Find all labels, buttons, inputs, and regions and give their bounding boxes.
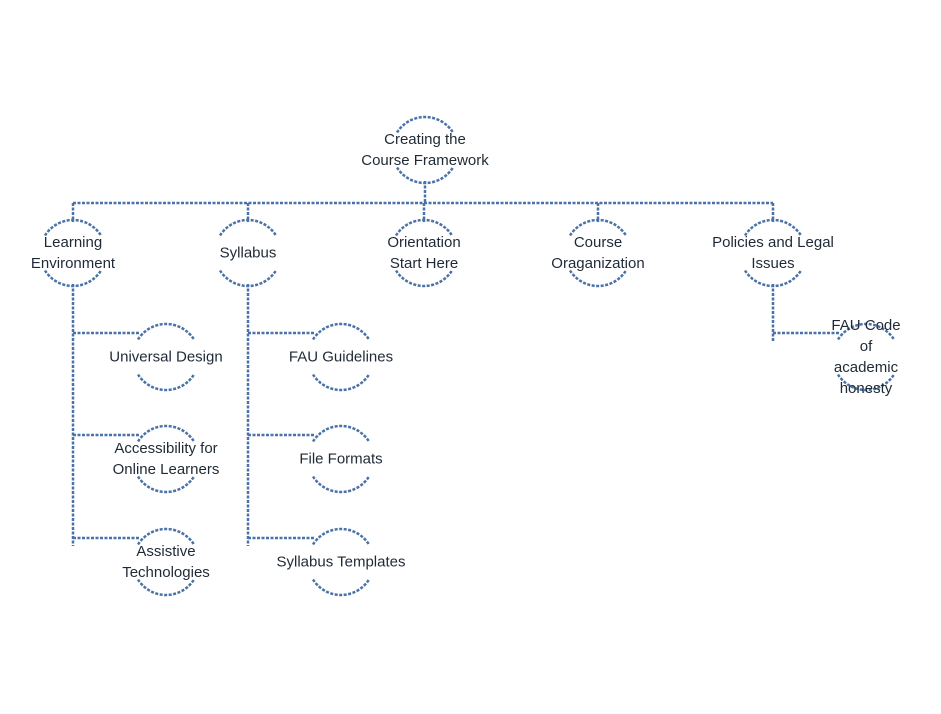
branch-node-0-top-arc: [43, 218, 103, 237]
branch-node-3-bottom-arc: [568, 269, 628, 288]
node-file-formats-label: File Formats: [299, 450, 383, 468]
child-node-1-1-top-arc: [311, 424, 371, 443]
node-syllabus-label: Syllabus: [219, 244, 277, 262]
node-learning-environment-label: Learning Environment: [30, 234, 116, 272]
child-node-0-1-top-arc: [136, 424, 196, 443]
branch-node-1-top-arc: [218, 218, 278, 237]
branch-node-2-bottom-arc: [394, 269, 454, 288]
node-accessibility-label: Accessibility for Online Learners: [112, 440, 220, 478]
node-policies-label: Policies and Legal Issues: [712, 234, 834, 272]
branch-node-1-bottom-arc: [218, 269, 278, 288]
node-orientation-label: Orientation Start Here: [387, 234, 461, 272]
child-node-4-0-bottom-arc: [836, 373, 896, 392]
child-node-1-1-bottom-arc: [311, 475, 371, 494]
branch-node-3-top-arc: [568, 218, 628, 237]
node-fau-code-label: FAU Code of academic honesty: [831, 317, 901, 397]
branch-node-2-top-arc: [394, 218, 454, 237]
node-syllabus-templates-label: Syllabus Templates: [276, 553, 406, 571]
child-node-0-0-top-arc: [136, 322, 196, 341]
node-fau-guidelines-label: FAU Guidelines: [288, 348, 394, 366]
node-course-organization-label: Course Oraganization: [551, 234, 645, 272]
child-node-0-0-bottom-arc: [136, 373, 196, 392]
child-node-1-2-top-arc: [311, 527, 371, 546]
child-node-0-2-bottom-arc: [136, 578, 196, 597]
child-node-1-0-top-arc: [311, 322, 371, 341]
child-node-1-2-bottom-arc: [311, 578, 371, 597]
node-universal-design-label: Universal Design: [109, 348, 223, 366]
child-node-0-2-top-arc: [136, 527, 196, 546]
child-node-4-0-top-arc: [836, 322, 896, 341]
child-node-0-1-bottom-arc: [136, 475, 196, 494]
node-root-label: Creating the Course Framework: [361, 131, 489, 169]
child-node-1-0-bottom-arc: [311, 373, 371, 392]
node-assistive-technologies-label: Assistive Technologies: [122, 543, 210, 581]
root-node-top-arc: [395, 115, 455, 134]
branch-node-4-top-arc: [743, 218, 803, 237]
